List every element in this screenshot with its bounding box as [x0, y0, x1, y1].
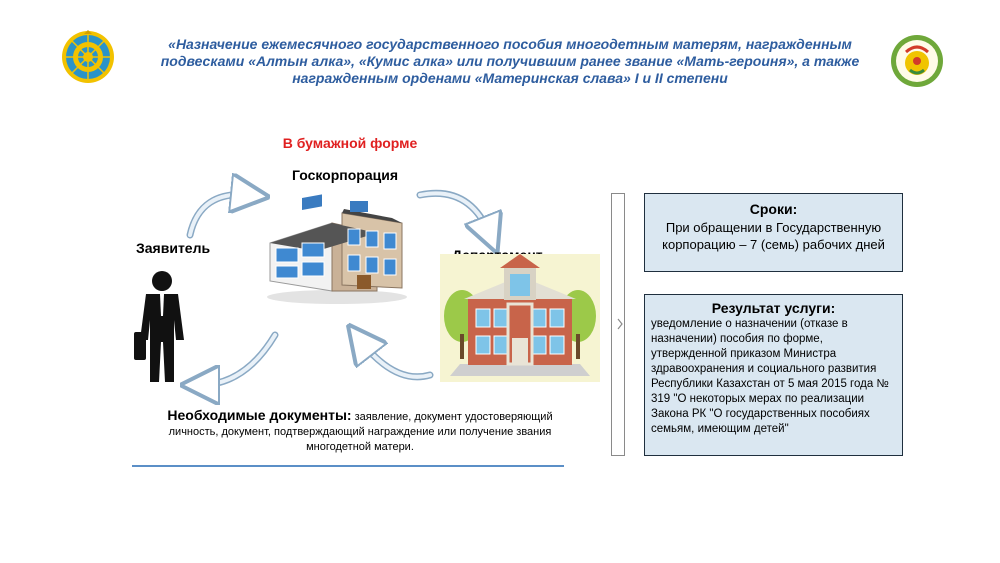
goskorp-label: Госкорпорация — [291, 167, 399, 183]
arrow-goskorp-to-applicant — [196, 331, 279, 389]
result-text: уведомление о назначении (отказе в назна… — [651, 318, 889, 435]
terms-title: Сроки: — [749, 201, 798, 217]
required-documents: Необходимые документы: заявление, докуме… — [150, 408, 570, 455]
terms-box: Сроки: При обращении в Государственную к… — [644, 193, 903, 272]
required-documents-text: заявление, документ удостоверяющий лично… — [168, 411, 553, 453]
terms-text: При обращении в Государственную корпорац… — [662, 220, 885, 252]
result-title: Результат услуги: — [711, 300, 836, 316]
bracket-arrow-icon — [611, 193, 625, 456]
page-title: «Назначение ежемесячного государственног… — [160, 36, 860, 86]
result-box: Результат услуги: уведомление о назначен… — [644, 294, 903, 456]
applicant-label: Заявитель — [136, 240, 211, 256]
applicant-person-icon — [134, 271, 184, 382]
paper-form-label: В бумажной форме — [282, 135, 418, 151]
kazakhstan-emblem-icon — [62, 30, 114, 83]
required-documents-heading: Необходимые документы: — [167, 407, 352, 423]
department-building-icon — [440, 254, 600, 382]
divider-line — [132, 465, 564, 467]
goskorp-building-icon — [267, 194, 407, 304]
ministry-emblem-icon — [891, 35, 943, 87]
